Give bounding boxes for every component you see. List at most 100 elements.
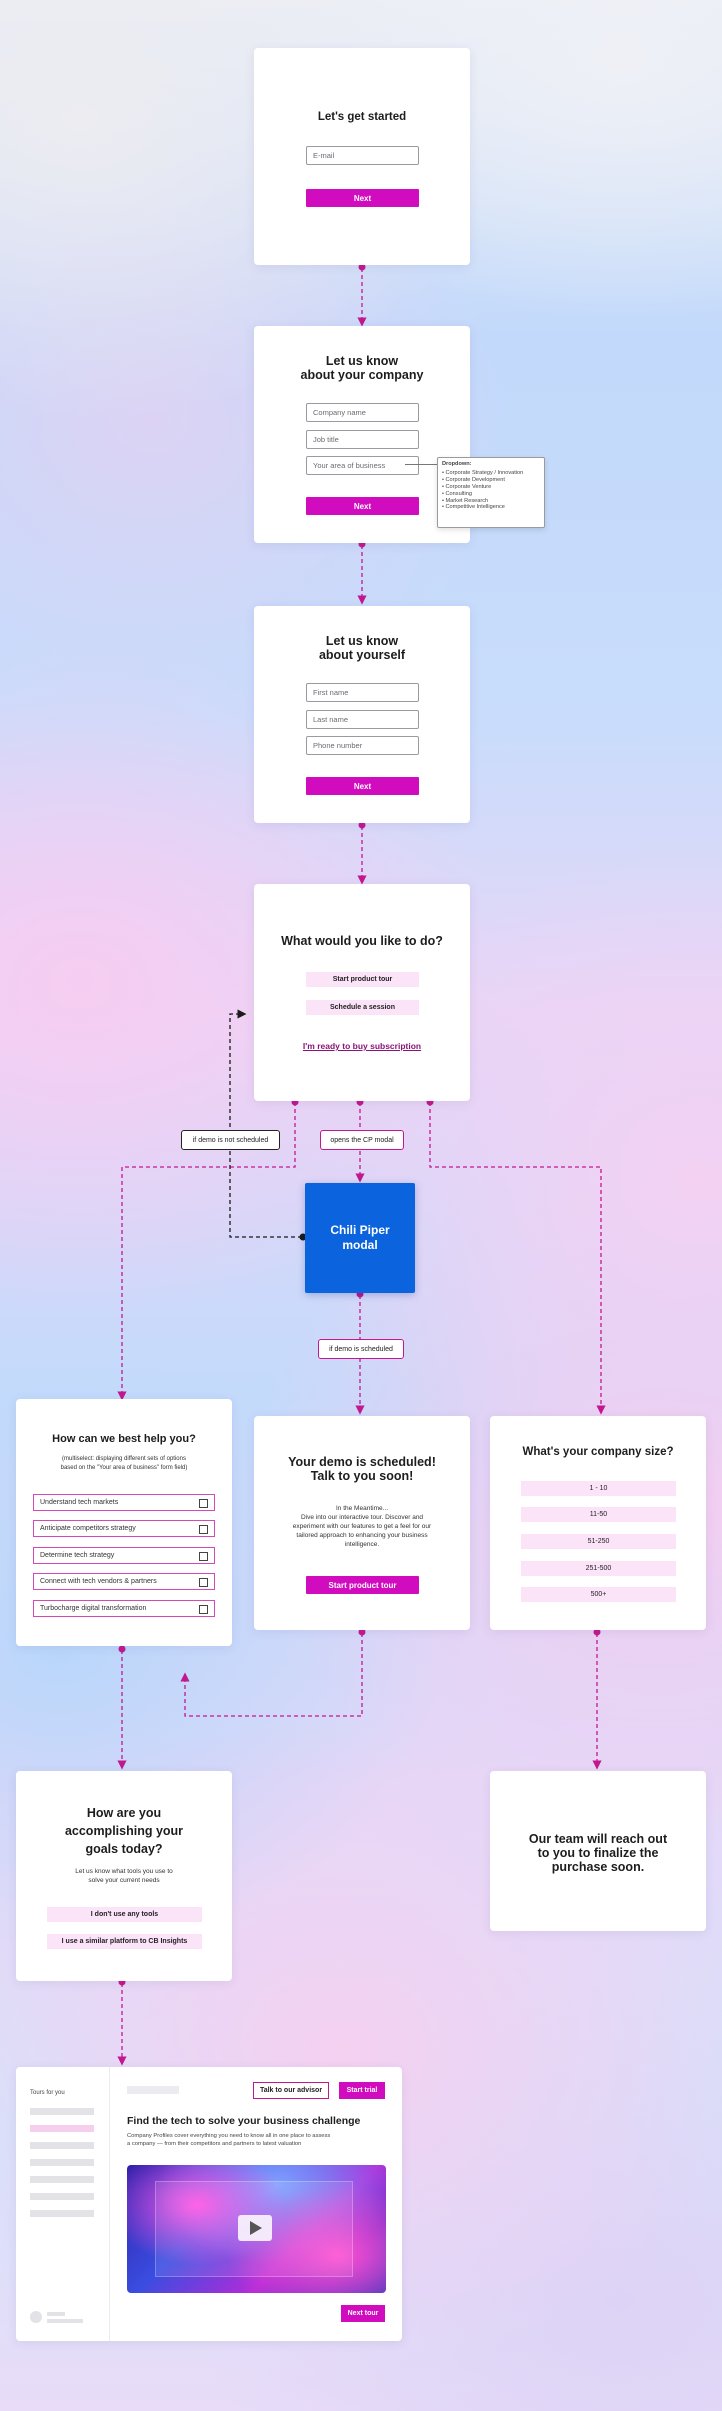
- goals-title-l1: How are you: [86, 1806, 162, 1820]
- goals-title-l3: goals today?: [85, 1842, 163, 1856]
- card-demo-scheduled: Your demo is scheduled! Talk to you soon…: [254, 1416, 470, 1630]
- dot-help: [118, 1645, 126, 1653]
- start-trial-button[interactable]: Start trial: [339, 2082, 385, 2099]
- tour-breadcrumb-placeholder: [127, 2086, 179, 2094]
- avatar: [30, 2311, 42, 2323]
- size-option[interactable]: 51-250: [521, 1534, 676, 1549]
- sidebar-item[interactable]: [30, 2176, 94, 2183]
- no-tools-option[interactable]: I don't use any tools: [47, 1907, 202, 1922]
- buy-subscription-link[interactable]: I'm ready to buy subscription: [302, 1041, 422, 1051]
- dropdown-item[interactable]: • Consulting: [442, 490, 472, 497]
- sidebar-item[interactable]: [30, 2193, 94, 2200]
- next-tour-button[interactable]: Next tour: [341, 2305, 385, 2322]
- demo-body-l2: Dive into our interactive tour. Discover…: [300, 1514, 424, 1521]
- card3-title-l2: about yourself: [318, 648, 406, 662]
- dropdown-label: Dropdown:: [442, 461, 472, 467]
- similar-platform-option[interactable]: I use a similar platform to CB Insights: [47, 1934, 202, 1949]
- talk-to-advisor-button[interactable]: Talk to our advisor: [253, 2082, 329, 2099]
- dot-demo: [358, 1628, 366, 1636]
- business-area-dropdown: Dropdown: • Corporate Strategy / Innovat…: [437, 457, 545, 528]
- checkbox[interactable]: [199, 1578, 208, 1587]
- goals-sub-l2: solve your current needs: [88, 1877, 160, 1884]
- help-sub-l2: based on the "Your area of business" for…: [60, 1465, 188, 1471]
- card2-title-l1: Let us know: [325, 354, 399, 368]
- card-product-tour: Tours for you Talk to our advisor Start …: [16, 2067, 402, 2341]
- goals-sub-l1: Let us know what tools you use to: [75, 1868, 173, 1875]
- card-yourself: Let us know about yourself First name La…: [254, 606, 470, 823]
- sidebar-item[interactable]: [30, 2108, 94, 2115]
- job-title-field[interactable]: Job title: [306, 430, 419, 449]
- connector-card4-size: [429, 1102, 606, 1415]
- tour-desc-l2: a company — from their competitors and p…: [127, 2141, 302, 2147]
- help-option[interactable]: Connect with tech vendors & partners: [33, 1573, 215, 1590]
- checkbox[interactable]: [199, 1552, 208, 1561]
- chili-piper-modal[interactable]: Chili Piper modal: [305, 1183, 415, 1293]
- dropdown-item[interactable]: • Corporate Venture: [442, 483, 492, 490]
- start-product-tour-option[interactable]: Start product tour: [306, 972, 419, 987]
- card-reach-out: Our team will reach out to you to finali…: [490, 1771, 706, 1931]
- help-option[interactable]: Turbocharge digital transformation: [33, 1600, 215, 1617]
- sidebar-item[interactable]: [30, 2159, 94, 2166]
- reach-l2: to you to finalize the: [537, 1846, 659, 1860]
- card4-title: What would you like to do?: [281, 934, 443, 948]
- chili-title-l2: modal: [342, 1238, 378, 1252]
- help-option[interactable]: Determine tech strategy: [33, 1547, 215, 1564]
- help-title: How can we best help you?: [52, 1433, 196, 1445]
- tour-desc-l1: Company Profiles cover everything you ne…: [127, 2133, 331, 2139]
- dot-chili-black: [299, 1233, 307, 1241]
- checkbox[interactable]: [199, 1499, 208, 1508]
- demo-title-l2: Talk to you soon!: [310, 1469, 414, 1483]
- next-button-1[interactable]: Next: [306, 189, 419, 207]
- reach-l1: Our team will reach out: [528, 1832, 668, 1846]
- sidebar-item[interactable]: [30, 2142, 94, 2149]
- connector-demo-back: [180, 1633, 363, 1717]
- size-option[interactable]: 1 - 10: [521, 1481, 676, 1496]
- sidebar-item[interactable]: [30, 2210, 94, 2217]
- start-product-tour-button[interactable]: Start product tour: [306, 1576, 419, 1594]
- sidebar-item-active[interactable]: [30, 2125, 94, 2132]
- checkbox[interactable]: [199, 1525, 208, 1534]
- connector-card4-help: [117, 1102, 296, 1401]
- next-button-3[interactable]: Next: [306, 777, 419, 795]
- demo-body-l1: In the Meantime...: [335, 1505, 389, 1512]
- checkbox[interactable]: [199, 1605, 208, 1614]
- connector-chili-back: [229, 1009, 302, 1238]
- last-name-field[interactable]: Last name: [306, 710, 419, 729]
- goals-title-l2: accomplishing your: [64, 1824, 184, 1838]
- card-company-size: What's your company size? 1 - 10 11-50 5…: [490, 1416, 706, 1630]
- size-option[interactable]: 251-500: [521, 1561, 676, 1576]
- next-button-2[interactable]: Next: [306, 497, 419, 515]
- dropdown-item[interactable]: • Corporate Strategy / Innovation: [442, 469, 524, 476]
- card1-title: Let's get started: [317, 111, 407, 123]
- tour-heading: Find the tech to solve your business cha…: [127, 2115, 361, 2127]
- first-name-field[interactable]: First name: [306, 683, 419, 702]
- size-option[interactable]: 500+: [521, 1587, 676, 1602]
- size-option[interactable]: 11-50: [521, 1507, 676, 1522]
- card-goals: How are you accomplishing your goals tod…: [16, 1771, 232, 1981]
- phone-number-field[interactable]: Phone number: [306, 736, 419, 755]
- dot-size: [593, 1628, 601, 1636]
- note-not-scheduled: if demo is not scheduled: [181, 1130, 280, 1150]
- tours-for-you-label: Tours for you: [30, 2090, 65, 2096]
- play-icon[interactable]: [238, 2215, 272, 2241]
- help-option[interactable]: Understand tech markets: [33, 1494, 215, 1511]
- reach-l3: purchase soon.: [551, 1860, 645, 1874]
- card-help: How can we best help you? (multiselect: …: [16, 1399, 232, 1646]
- card-get-started: Let's get started E-mail Next: [254, 48, 470, 265]
- card-what-to-do: What would you like to do? Start product…: [254, 884, 470, 1101]
- email-field[interactable]: E-mail: [306, 146, 419, 165]
- company-name-field[interactable]: Company name: [306, 403, 419, 422]
- help-sub-l1: (multiselect: displaying different sets …: [62, 1456, 186, 1462]
- chili-title-l1: Chili Piper: [330, 1223, 390, 1237]
- size-title: What's your company size?: [522, 1446, 674, 1458]
- business-area-field[interactable]: Your area of business: [306, 456, 419, 475]
- demo-body-l4: tailored approach to enhancing your busi…: [296, 1532, 428, 1539]
- dropdown-item[interactable]: • Corporate Development: [442, 476, 505, 483]
- demo-title-l1: Your demo is scheduled!: [288, 1455, 436, 1469]
- schedule-session-option[interactable]: Schedule a session: [306, 1000, 419, 1015]
- dropdown-item[interactable]: • Competitive Intelligence: [442, 504, 505, 511]
- dropdown-item[interactable]: • Market Research: [442, 497, 489, 504]
- demo-body-l3: experiment with our features to get a fe…: [292, 1523, 432, 1530]
- help-option[interactable]: Anticipate competitors strategy: [33, 1520, 215, 1537]
- tour-video[interactable]: [127, 2165, 386, 2293]
